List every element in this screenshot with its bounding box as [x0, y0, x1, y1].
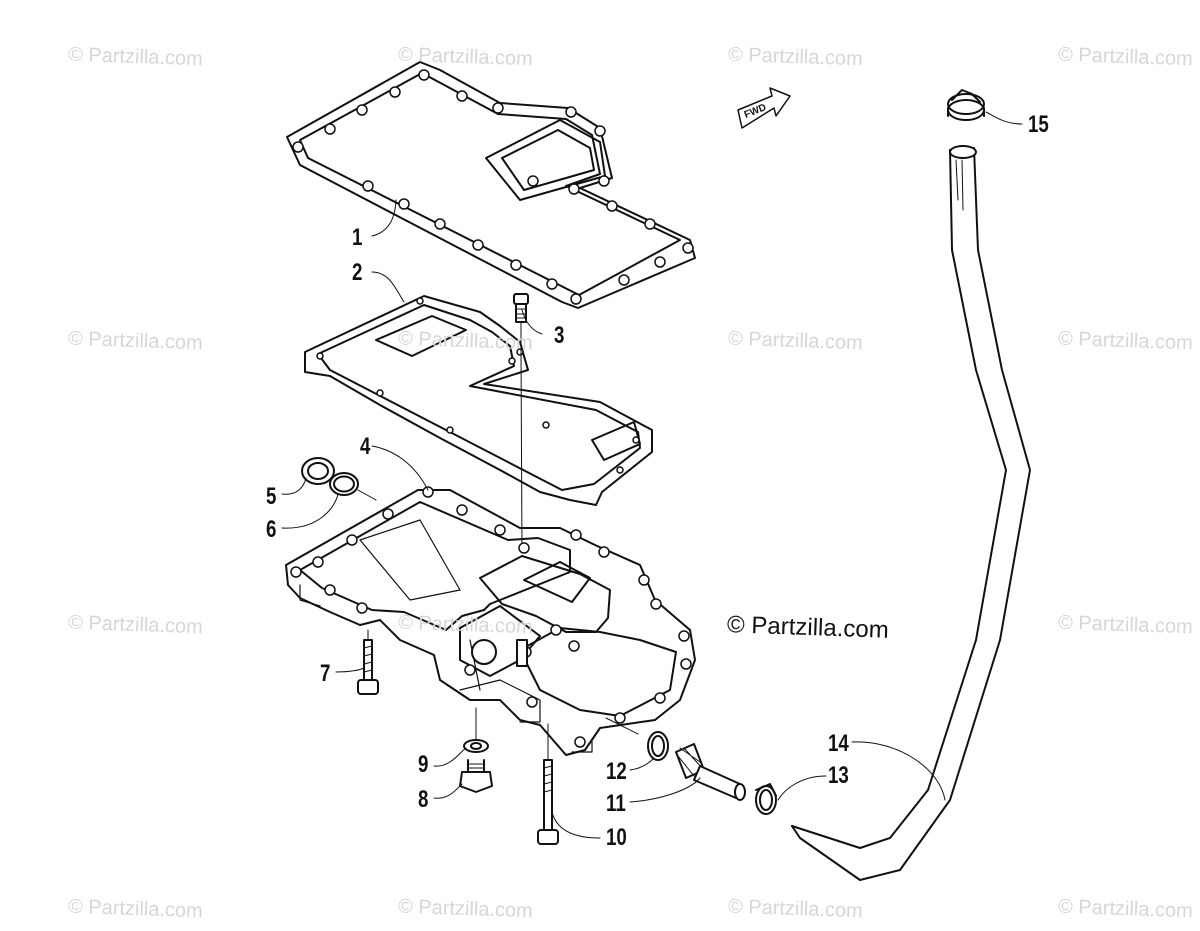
watermark: © Partzilla.com	[727, 895, 864, 923]
part-7-bolt[interactable]	[357, 629, 379, 695]
callout-1[interactable]: 1	[352, 224, 363, 251]
watermark: © Partzilla.com	[1057, 611, 1194, 639]
part-3-screw[interactable]	[513, 293, 529, 553]
leader-lines	[281, 111, 1023, 839]
part-5-plug[interactable]	[301, 457, 335, 485]
part-13-clamp[interactable]	[755, 783, 777, 815]
part-14-hose[interactable]	[791, 145, 1031, 881]
callout-4[interactable]: 4	[360, 433, 371, 460]
callout-11[interactable]: 11	[606, 790, 626, 817]
watermark: © Partzilla.com	[397, 611, 534, 639]
callout-13[interactable]: 13	[828, 762, 849, 789]
callout-2[interactable]: 2	[352, 259, 363, 286]
watermark: © Partzilla.com	[727, 327, 864, 355]
part-10-long-bolt[interactable]	[537, 723, 559, 845]
callout-6[interactable]: 6	[266, 516, 277, 543]
part-1-upper-gasket[interactable]	[286, 61, 696, 309]
callout-14[interactable]: 14	[828, 730, 849, 757]
part-9-washer[interactable]	[463, 707, 489, 753]
callout-3[interactable]: 3	[554, 322, 565, 349]
watermark: © Partzilla.com	[727, 43, 864, 71]
callout-12[interactable]: 12	[606, 758, 627, 785]
watermark: © Partzilla.com	[397, 895, 534, 923]
part-2-lower-gasket[interactable]	[304, 295, 653, 506]
part-12-o-ring[interactable]	[605, 717, 669, 761]
part-11-hose-fitting[interactable]	[675, 743, 746, 801]
watermark: © Partzilla.com	[397, 327, 534, 355]
callout-8[interactable]: 8	[418, 786, 429, 813]
copyright-notice: © Partzilla.com	[726, 611, 890, 644]
watermark: © Partzilla.com	[1057, 43, 1194, 71]
callout-15[interactable]: 15	[1028, 111, 1049, 138]
watermark: © Partzilla.com	[67, 327, 204, 355]
watermark: © Partzilla.com	[67, 611, 204, 639]
part-4-oil-pan[interactable]	[285, 486, 696, 756]
callout-9[interactable]: 9	[418, 751, 429, 778]
watermark: © Partzilla.com	[67, 43, 204, 71]
part-8-drain-bolt[interactable]	[459, 759, 493, 793]
callout-5[interactable]: 5	[266, 483, 277, 510]
callout-10[interactable]: 10	[606, 824, 627, 851]
part-15-clamp[interactable]	[947, 89, 985, 121]
watermark: © Partzilla.com	[1057, 895, 1194, 923]
watermark: © Partzilla.com	[1057, 327, 1194, 355]
part-6-o-ring[interactable]	[329, 472, 377, 501]
callout-7[interactable]: 7	[320, 660, 331, 687]
watermark: © Partzilla.com	[67, 895, 204, 923]
watermark: © Partzilla.com	[397, 43, 534, 71]
fwd-arrow-icon	[737, 87, 791, 129]
